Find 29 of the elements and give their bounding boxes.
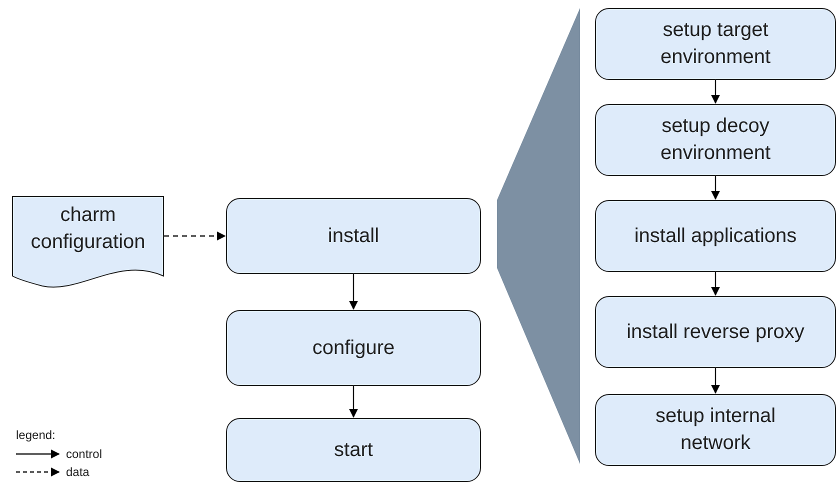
- legend-text: control: [66, 446, 102, 463]
- expansion-wedge: [497, 8, 580, 464]
- process-box: [595, 296, 836, 368]
- document-shape: [12, 196, 164, 290]
- box-text: charm configuration: [30, 203, 146, 255]
- legend-text: data: [66, 464, 90, 481]
- box-text: setup target environment: [659, 18, 772, 70]
- box-text: install reverse proxy: [626, 320, 804, 344]
- process-box: [226, 310, 481, 386]
- box-text: setup decoy environment: [659, 114, 772, 166]
- process-box: [595, 104, 836, 176]
- process-box: [595, 394, 836, 466]
- box-text: install: [328, 224, 380, 248]
- arrow: [349, 274, 358, 310]
- box-text: install applications: [634, 224, 797, 248]
- arrow: [349, 386, 358, 418]
- arrow: [711, 176, 720, 200]
- arrow: [164, 232, 226, 240]
- box-text: configure: [312, 336, 395, 360]
- legend-title: legend:: [16, 427, 56, 444]
- box-text: setup internal network: [654, 404, 777, 456]
- process-box: [595, 200, 836, 272]
- arrow: [711, 80, 720, 104]
- arrow: [711, 272, 720, 296]
- process-box: [226, 418, 481, 482]
- box-text: start: [334, 438, 373, 462]
- process-box: [595, 8, 836, 80]
- arrow: [711, 368, 720, 394]
- process-box: [226, 198, 481, 274]
